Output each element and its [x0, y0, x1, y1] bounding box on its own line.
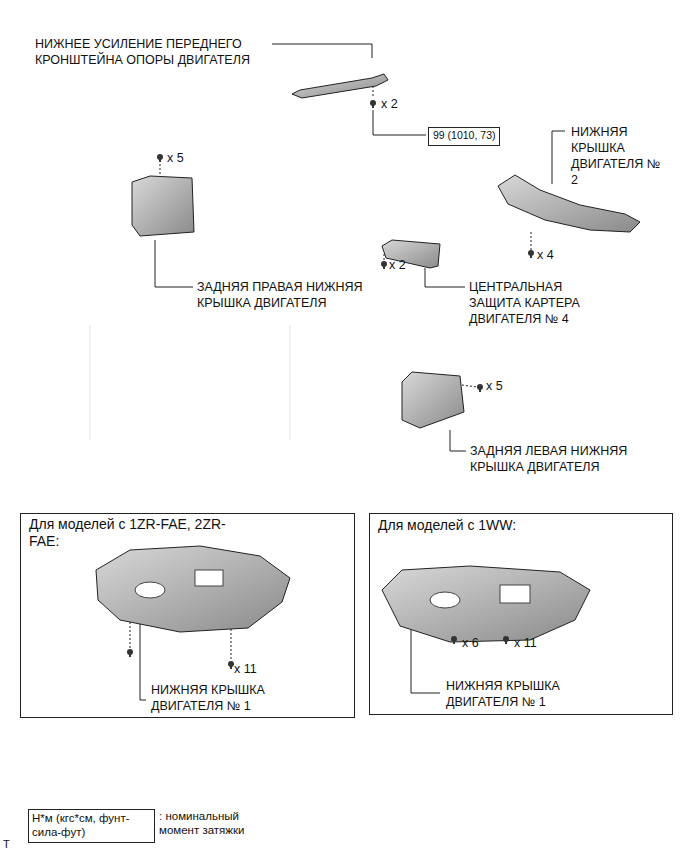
quantity: x 4 — [537, 247, 554, 263]
part-name: НИЖНЯЯ КРЫШКА ДВИГАТЕЛЯ № 1 — [446, 678, 606, 710]
panel-heading: Для моделей с 1ZR-FAE, 2ZR-FAE: — [29, 516, 229, 550]
variant-panel: Для моделей с 1ZR-FAE, 2ZR-FAE: x 11 НИЖНЯ… — [20, 513, 355, 718]
quantity: x 2 — [389, 257, 406, 273]
quantity: x 6 — [462, 635, 479, 651]
legend-text: : номинальный момент затяжки — [159, 809, 264, 837]
quantity: x 2 — [381, 96, 398, 112]
variant-panel: Для моделей с 1WW: x 6 x 11 НИЖНЯЯ КРЫШКА Д… — [369, 513, 673, 715]
legend-box: Н*м (кгс*см, фунт-сила-фут) — [28, 809, 155, 843]
part-name: ЗАДНЯЯ ПРАВАЯ НИЖНЯЯ КРЫШКА ДВИГАТЕЛЯ — [197, 279, 387, 311]
unit-text: Н*м (кгс*см, фунт-сила-фут) — [32, 811, 151, 839]
quantity: x 11 — [234, 661, 257, 677]
part-name: НИЖНЯЯ КРЫШКА ДВИГАТЕЛЯ № 2 — [571, 124, 661, 188]
quantity: x 11 — [514, 635, 537, 651]
torque-value: 99 (1010, 73) — [433, 129, 495, 142]
quantity: x 5 — [167, 150, 184, 166]
page-mark: T — [3, 836, 10, 852]
part-name: НИЖНЯЯ КРЫШКА ДВИГАТЕЛЯ № 1 — [151, 682, 311, 714]
quantity: x 5 — [486, 378, 503, 394]
part-name: НИЖНЕЕ УСИЛЕНИЕ ПЕРЕДНЕГО КРОНШТЕЙНА ОПО… — [35, 36, 275, 68]
panel-heading: Для моделей с 1WW: — [378, 517, 638, 534]
torque-box: 99 (1010, 73) — [428, 127, 500, 146]
part-name: ЦЕНТРАЛЬНАЯ ЗАЩИТА КАРТЕРА ДВИГАТЕЛЯ № 4 — [469, 279, 609, 327]
part-name: ЗАДНЯЯ ЛЕВАЯ НИЖНЯЯ КРЫШКА ДВИГАТЕЛЯ — [470, 443, 650, 475]
